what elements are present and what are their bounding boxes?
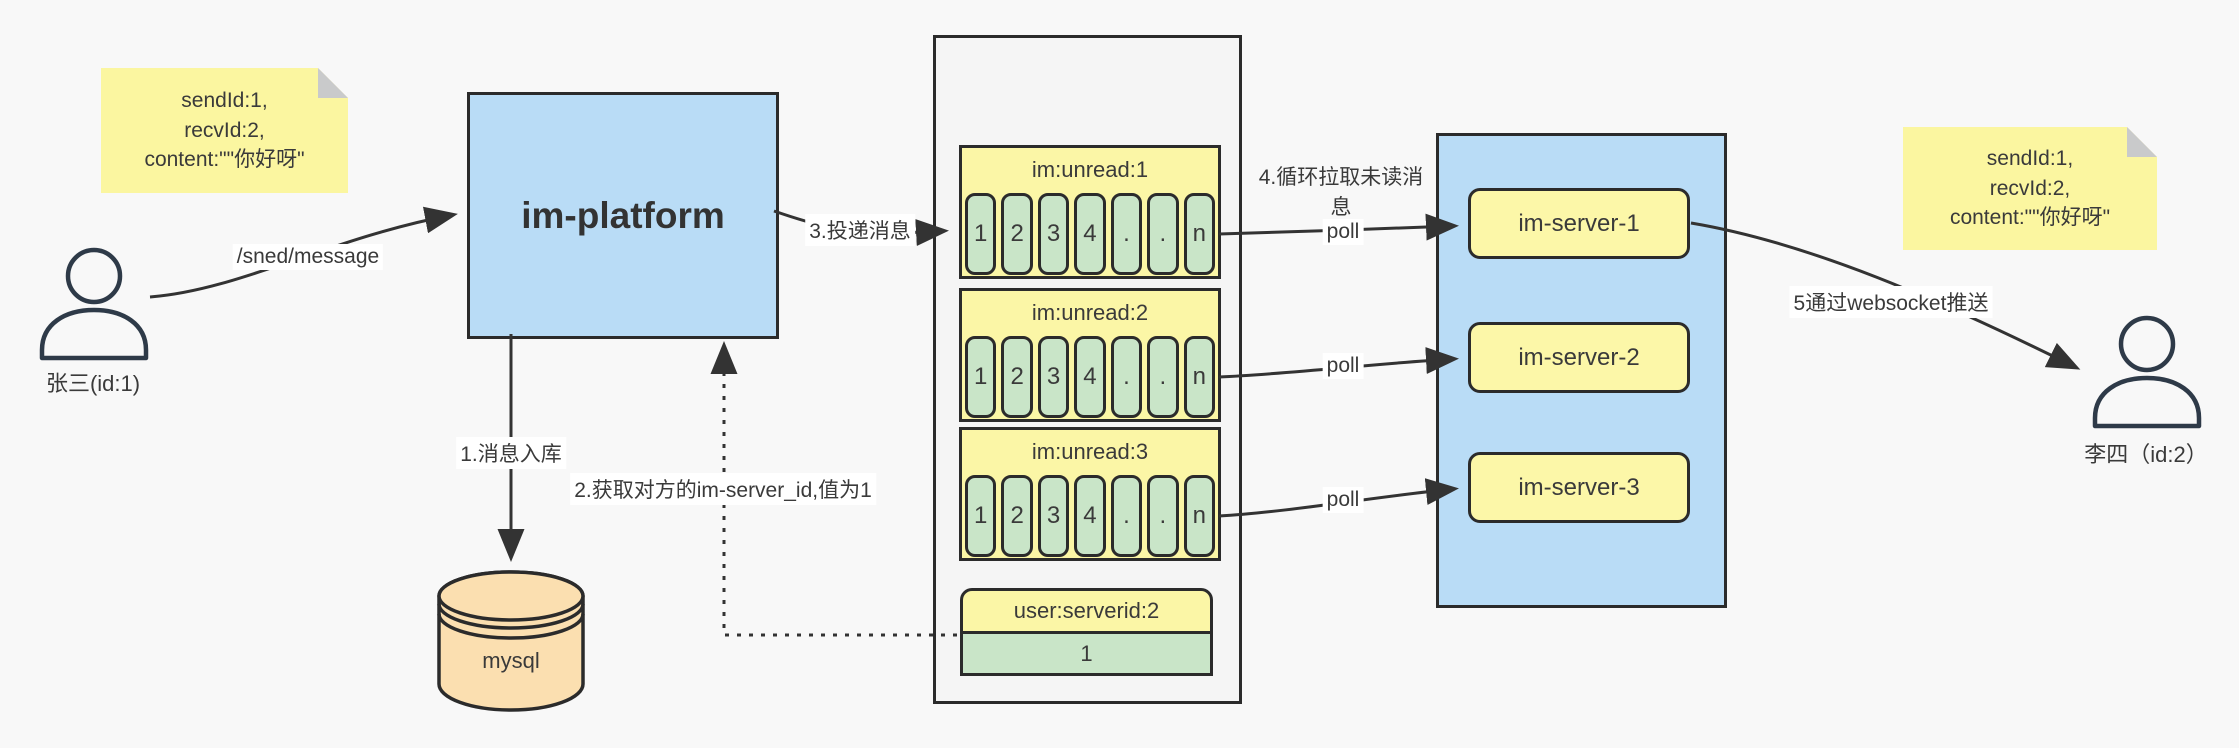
im-server-3-box: im-server-3 [1468, 452, 1690, 523]
queue-cell: 4 [1074, 336, 1106, 418]
queue-cell: . [1147, 475, 1179, 557]
queue-cell: . [1147, 336, 1179, 418]
queue-cell: 2 [1001, 475, 1033, 557]
mysql-database-icon [437, 570, 585, 712]
im-server-2-label: im-server-2 [1518, 343, 1640, 371]
note-fold-corner [2127, 127, 2157, 157]
message-note-right: sendId:1, recvId:2, content:""你好呀" [1903, 127, 2157, 250]
note-line: sendId:1, [1986, 146, 2074, 170]
queue-cell: 4 [1074, 193, 1106, 275]
note-line: content:""你好呀" [144, 148, 305, 172]
queue-cell: 3 [1037, 475, 1070, 557]
user-icon [2092, 315, 2202, 429]
queue-key-label: im:unread:2 [1031, 299, 1149, 325]
im-platform-label: im-platform [521, 194, 725, 236]
im-platform-box: im-platform [467, 92, 779, 339]
user-icon [39, 247, 149, 361]
sender-label: 张三(id:1) [45, 371, 141, 396]
queue-cell: 1 [965, 193, 997, 275]
im-server-3-label: im-server-3 [1518, 473, 1640, 501]
edge-label-step4: 4.循环拉取未读消息 [1258, 166, 1424, 219]
message-note-left: sendId:1, recvId:2, content:""你好呀" [101, 68, 348, 193]
edge-label-step1: 1.消息入库 [456, 437, 566, 469]
note-line: content:""你好呀" [1949, 206, 2111, 230]
redis-queue-unread-1: im:unread:1 1 2 3 4 . . n [959, 145, 1221, 279]
queue-cell: 3 [1037, 193, 1070, 275]
im-server-1-box: im-server-1 [1468, 188, 1690, 259]
receiver-label: 李四（id:2） [2084, 442, 2208, 467]
queue-cell: 3 [1037, 336, 1070, 418]
queue-cell: . [1147, 193, 1179, 275]
note-line: recvId:2, [184, 118, 265, 142]
queue-cell: n [1183, 336, 1215, 418]
queue-key-label: im:unread:1 [1031, 156, 1149, 182]
edge-label-poll-3: poll [1322, 487, 1364, 513]
im-server-1-label: im-server-1 [1518, 209, 1640, 237]
kv-key-label: user:serverid:2 [960, 588, 1213, 634]
kv-value: 1 [960, 631, 1213, 676]
note-line: sendId:1, [181, 88, 268, 112]
queue-cell: 2 [1001, 336, 1033, 418]
mysql-label: mysql [482, 648, 540, 673]
redis-kv-user-serverid: user:serverid:2 1 [960, 588, 1213, 676]
edge-label-poll-2: poll [1322, 353, 1364, 379]
redis-queue-unread-2: im:unread:2 1 2 3 4 . . n [959, 288, 1221, 422]
im-server-2-box: im-server-2 [1468, 322, 1690, 393]
queue-cell: n [1183, 193, 1215, 275]
note-fold-corner [318, 68, 348, 98]
queue-cell: . [1110, 193, 1143, 275]
edge-label-step5: 5通过websocket推送 [1789, 286, 1993, 318]
queue-key-label: im:unread:3 [1031, 438, 1149, 464]
redis-queue-unread-3: im:unread:3 1 2 3 4 . . n [959, 427, 1221, 561]
queue-cell: 1 [965, 475, 997, 557]
queue-cell: 1 [965, 336, 997, 418]
edge-label-step3: 3.投递消息 [805, 214, 915, 246]
edge-label-poll-1: poll [1322, 219, 1364, 245]
queue-cell: . [1110, 336, 1143, 418]
edge-label-step2: 2.获取对方的im-server_id,值为1 [570, 473, 876, 505]
queue-cell: 2 [1001, 193, 1033, 275]
queue-cell: 4 [1074, 475, 1106, 557]
queue-cell: n [1183, 475, 1215, 557]
note-line: recvId:2, [1989, 176, 2071, 200]
edge-label-send: /sned/message [232, 244, 384, 270]
queue-cell: . [1110, 475, 1143, 557]
